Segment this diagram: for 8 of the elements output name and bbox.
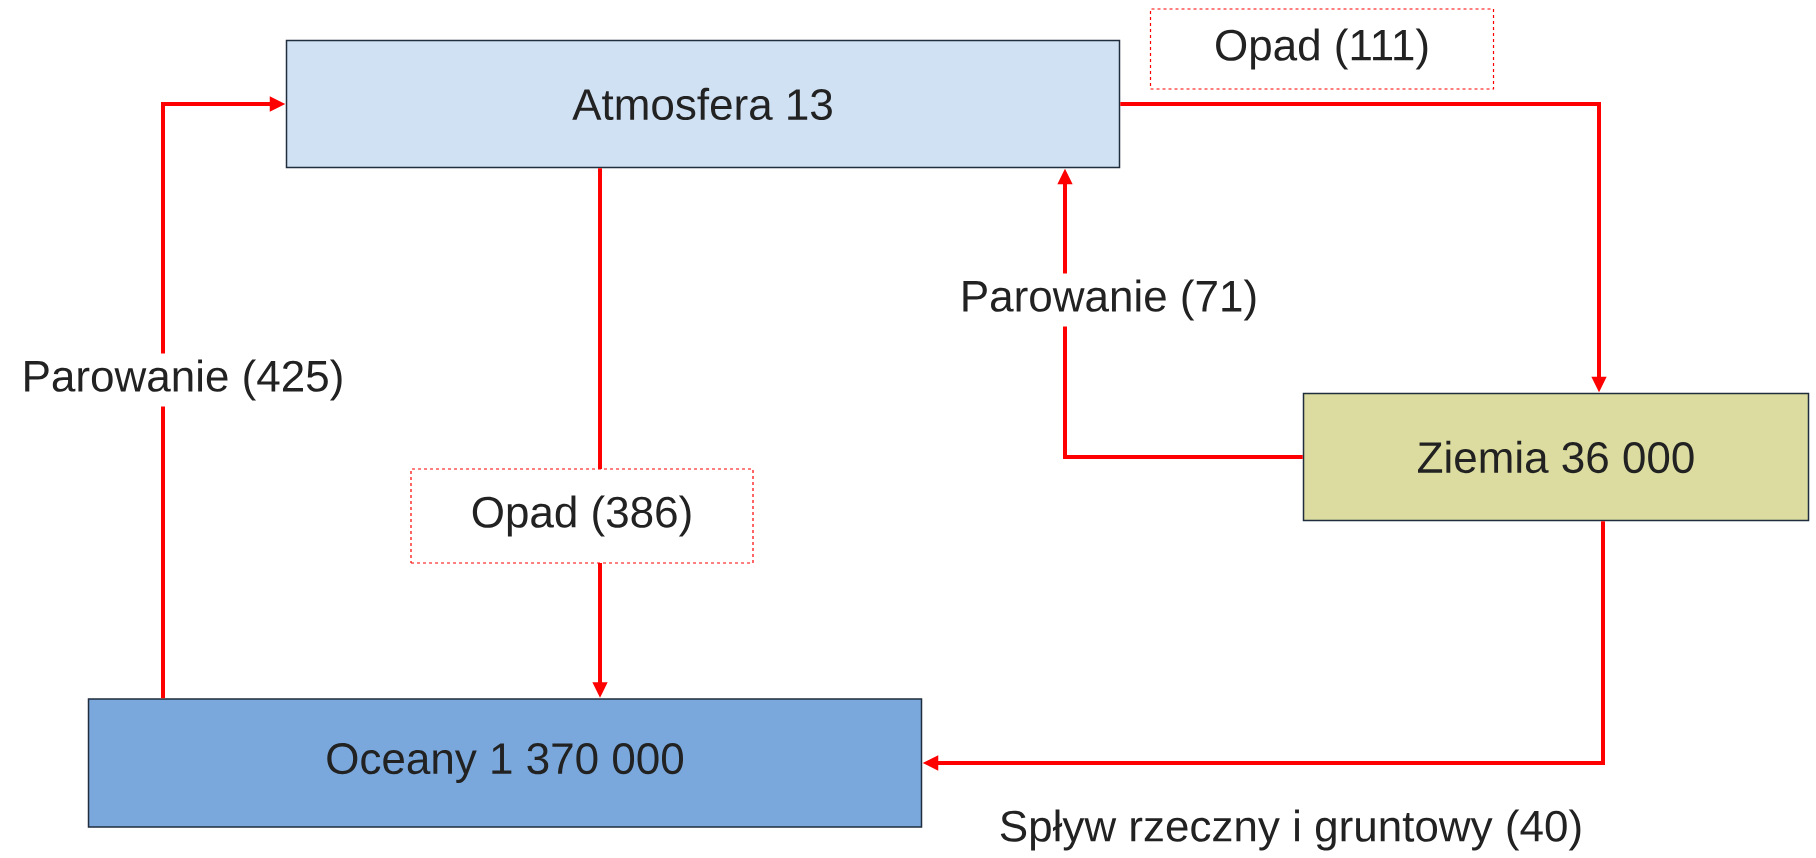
edge-label: Opad (386) [410, 468, 754, 564]
edge-label: Parowanie (425) [15, 353, 351, 407]
reservoir-box: Oceany 1 370 000 [87, 698, 923, 828]
edge-label: Spływ rzeczny i gruntowy (40) [992, 803, 1590, 857]
reservoir-box: Atmosfera 13 [285, 39, 1121, 169]
edge-label: Opad (111) [1149, 8, 1495, 90]
reservoir-box: Ziemia 36 000 [1302, 392, 1810, 522]
edge-label: Parowanie (71) [953, 273, 1265, 327]
